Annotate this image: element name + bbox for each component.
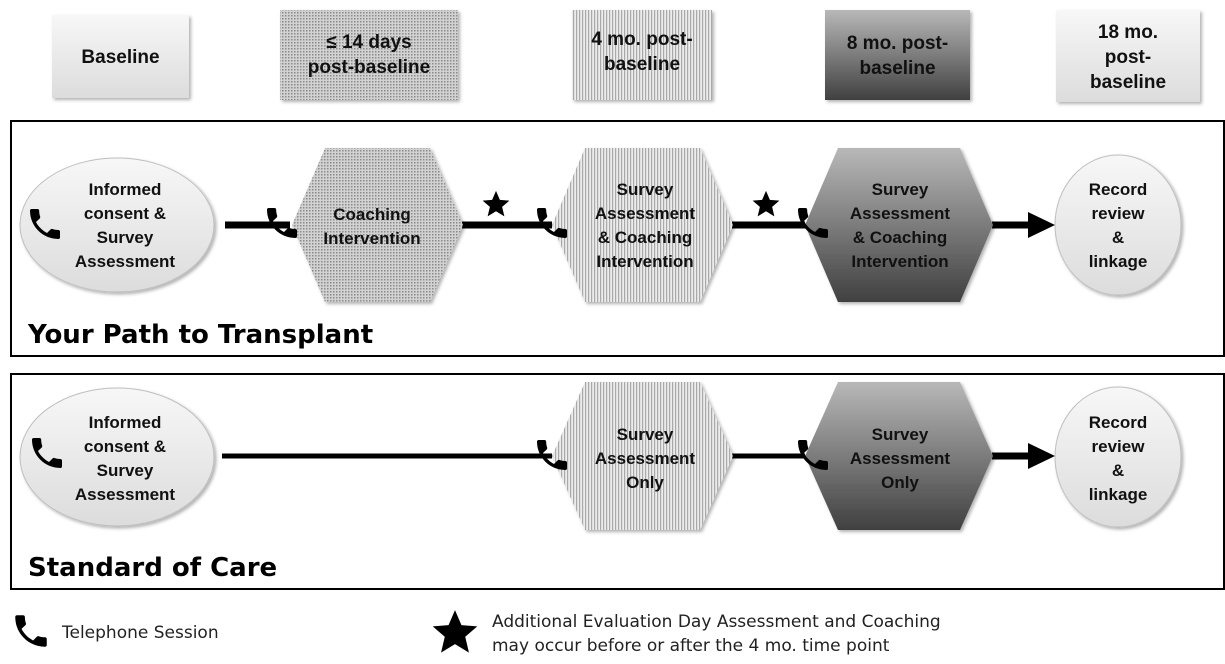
svg-text:Coaching: Coaching (333, 205, 410, 224)
arm-title-your-path: Your Path to Transplant (27, 320, 373, 350)
node-4-month-survey-only: Survey Assessment Only (537, 382, 733, 530)
timepoint-14-days-line-1: ≤ 14 days (326, 32, 411, 53)
svg-text:Record: Record (1089, 413, 1148, 432)
node-coaching-intervention: Coaching Intervention (267, 148, 463, 302)
arm-your-path-panel: Informed consent & Survey Assessment Coa… (10, 120, 1225, 357)
timepoint-18-months-line-3: baseline (1090, 72, 1166, 93)
svg-text:&: & (1112, 228, 1124, 247)
star-icon (432, 610, 478, 653)
svg-text:Survey: Survey (872, 425, 929, 444)
svg-text:Intervention: Intervention (596, 252, 693, 271)
svg-text:&: & (1112, 461, 1124, 480)
timepoint-18-months-line-1: 18 mo. (1098, 22, 1158, 43)
timepoint-14-days-line-2: post-baseline (308, 57, 430, 78)
svg-text:review: review (1092, 204, 1146, 223)
node-8-month-survey-only: Survey Assessment Only (798, 382, 993, 530)
svg-text:consent &: consent & (84, 204, 166, 223)
svg-text:Intervention: Intervention (323, 229, 420, 248)
svg-text:linkage: linkage (1089, 485, 1148, 504)
timepoint-18-months-line-2: post- (1105, 47, 1151, 68)
legend-star-line-2: may occur before or after the 4 mo. time… (492, 636, 890, 656)
telephone-icon (15, 615, 47, 647)
timepoint-18-months: 18 mo. post- baseline (1056, 10, 1200, 102)
svg-text:Assessment: Assessment (595, 204, 696, 223)
timepoint-baseline-label: Baseline (81, 47, 159, 68)
svg-text:Survey: Survey (872, 180, 929, 199)
legend-star-line-1: Additional Evaluation Day Assessment and… (492, 612, 941, 632)
arrow-head (1028, 212, 1055, 238)
node-4-month-survey-coaching: Survey Assessment & Coaching Interventio… (537, 148, 733, 302)
svg-text:Only: Only (626, 473, 664, 492)
node-8-month-survey-coaching: Survey Assessment & Coaching Interventio… (798, 148, 993, 302)
arrow-head (1028, 443, 1055, 469)
svg-text:& Coaching: & Coaching (853, 228, 947, 247)
svg-text:Assessment: Assessment (75, 252, 176, 271)
legend-telephone-label: Telephone Session (62, 623, 219, 643)
svg-text:Intervention: Intervention (851, 252, 948, 271)
svg-text:Assessment: Assessment (850, 449, 951, 468)
timepoint-4-months-line-1: 4 mo. post- (591, 29, 692, 50)
svg-text:Assessment: Assessment (850, 204, 951, 223)
node-informed-consent: Informed consent & Survey Assessment (19, 157, 215, 293)
timepoint-4-months: 4 mo. post- baseline (572, 10, 712, 100)
arm-title-standard-of-care: Standard of Care (28, 553, 277, 583)
svg-text:Assessment: Assessment (595, 449, 696, 468)
node-record-review: Record review & linkage (1054, 386, 1182, 528)
svg-text:review: review (1092, 437, 1146, 456)
timepoint-8-months-line-1: 8 mo. post- (847, 33, 948, 54)
svg-text:Informed: Informed (89, 413, 162, 432)
svg-text:Only: Only (881, 473, 919, 492)
svg-text:consent &: consent & (84, 437, 166, 456)
arm-standard-of-care-panel: Informed consent & Survey Assessment Sur… (10, 373, 1225, 590)
svg-text:Informed: Informed (89, 180, 162, 199)
node-informed-consent: Informed consent & Survey Assessment (19, 387, 215, 527)
svg-text:Record: Record (1089, 180, 1148, 199)
svg-text:Survey: Survey (617, 425, 674, 444)
timepoint-baseline: Baseline (52, 15, 189, 98)
timepoint-8-months-line-2: baseline (859, 58, 935, 79)
timepoint-8-months: 8 mo. post- baseline (825, 10, 970, 100)
timepoint-14-days: ≤ 14 days post-baseline (280, 10, 458, 100)
svg-text:Survey: Survey (97, 228, 154, 247)
timepoint-4-months-line-2: baseline (604, 54, 680, 75)
svg-text:Survey: Survey (97, 461, 154, 480)
svg-text:Assessment: Assessment (75, 485, 176, 504)
node-record-review: Record review & linkage (1054, 154, 1182, 296)
svg-text:linkage: linkage (1089, 252, 1148, 271)
svg-text:& Coaching: & Coaching (598, 228, 692, 247)
svg-text:Survey: Survey (617, 180, 674, 199)
